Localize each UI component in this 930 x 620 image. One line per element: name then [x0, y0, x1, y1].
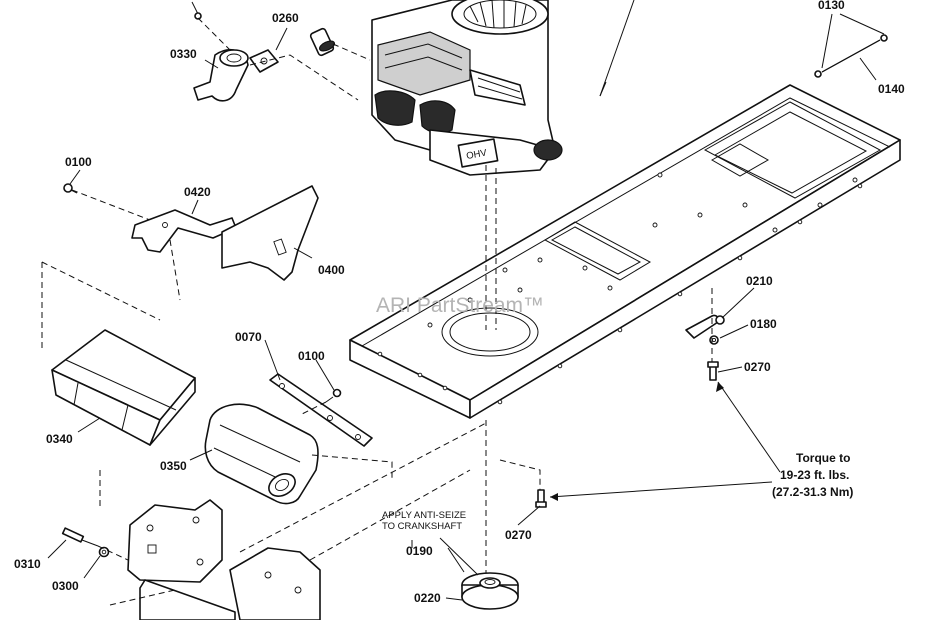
part-0310-bolt[interactable] — [61, 527, 99, 547]
part-0340-cover[interactable] — [51, 329, 196, 446]
svg-text:OHV: OHV — [465, 147, 488, 162]
frame-side-holes — [377, 183, 863, 405]
muffler-bracket-right[interactable] — [229, 547, 321, 620]
frame-top-holes — [427, 172, 858, 328]
part-0100-bolt-upper[interactable] — [63, 183, 78, 194]
part-0300-nut[interactable] — [98, 546, 110, 558]
part-0260-fitting[interactable] — [309, 27, 336, 57]
part-0270-bolt-upper[interactable] — [707, 361, 719, 381]
torque-note-line3: (27.2-31.3 Nm) — [772, 485, 853, 499]
part-0190-pulley[interactable] — [461, 572, 519, 610]
part-0130-clip-b[interactable] — [880, 34, 888, 42]
engine[interactable]: OHV — [371, 0, 563, 176]
callout-0140: 0140 — [878, 82, 905, 96]
callout-0190: 0190 — [406, 544, 433, 558]
part-0420-bracket[interactable] — [131, 209, 237, 253]
watermark: ARI PartStream™ — [376, 294, 544, 317]
part-0330-elbow[interactable] — [193, 49, 249, 102]
leader-lines — [47, 13, 885, 601]
callout-0270-lower: 0270 — [505, 528, 532, 542]
callout-0310: 0310 — [14, 557, 41, 571]
top-left-bolt[interactable] — [191, 1, 202, 20]
part-0140-pin[interactable] — [821, 39, 881, 73]
part-0210-lever[interactable] — [685, 314, 725, 339]
muffler-bracket-left[interactable] — [127, 499, 223, 583]
anti-seize-note-line2: TO CRANKSHAFT — [382, 521, 462, 532]
part-0130-clip-a[interactable] — [814, 70, 822, 78]
chassis-frame[interactable] — [349, 84, 901, 419]
bracket-base-plate[interactable] — [139, 579, 236, 620]
part-0270-bolt-lower[interactable] — [535, 489, 547, 508]
callout-0100-upper: 0100 — [65, 155, 92, 169]
callout-0350: 0350 — [160, 459, 187, 473]
callout-0330: 0330 — [170, 47, 197, 61]
dipstick[interactable] — [599, 0, 635, 97]
torque-arrowhead-lower — [550, 493, 558, 501]
part-0100-bolt-lower[interactable] — [325, 388, 342, 403]
callout-0220: 0220 — [414, 591, 441, 605]
callout-0100-lower: 0100 — [298, 349, 325, 363]
part-0070-strap[interactable] — [269, 373, 373, 447]
part-0400-shield[interactable] — [221, 185, 319, 281]
callout-0300: 0300 — [52, 579, 79, 593]
callout-0420: 0420 — [184, 185, 211, 199]
callout-0070: 0070 — [235, 330, 262, 344]
callout-0270-upper: 0270 — [744, 360, 771, 374]
anti-seize-note-line1: APPLY ANTI-SEIZE — [382, 510, 466, 521]
torque-note-line2: 19-23 ft. lbs. — [780, 468, 849, 482]
callout-0340: 0340 — [46, 432, 73, 446]
part-0180-washer[interactable] — [709, 335, 719, 345]
callout-0180: 0180 — [750, 317, 777, 331]
callout-0210: 0210 — [746, 274, 773, 288]
callout-0130: 0130 — [818, 0, 845, 12]
torque-note-line1: Torque to — [796, 451, 850, 465]
part-0350-muffler[interactable] — [204, 403, 319, 505]
flywheel-fins — [469, 0, 527, 29]
callout-0400: 0400 — [318, 263, 345, 277]
callout-0260: 0260 — [272, 11, 299, 25]
torque-arrowhead-upper — [716, 382, 724, 392]
